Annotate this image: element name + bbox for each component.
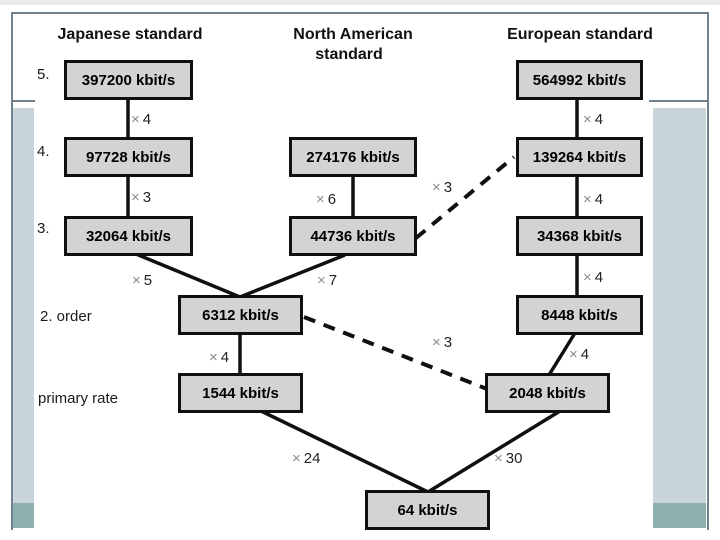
multiplier-97728-397200: ×4 xyxy=(131,111,151,128)
connector-8448-2048 xyxy=(547,332,577,376)
rate-box-397200: 397200 kbit/s xyxy=(64,60,193,100)
connector-44736-6312 xyxy=(239,253,346,299)
multiplier-34368-139264: ×4 xyxy=(583,191,603,208)
rate-box-64: 64 kbit/s xyxy=(365,490,490,530)
slide-frame xyxy=(11,12,709,530)
row-label-primary-rate: primary rate xyxy=(38,390,119,407)
multiply-sign: × xyxy=(131,111,140,128)
multiply-value: 4 xyxy=(594,269,604,286)
column-header-european: European standard xyxy=(507,26,653,43)
connector-2048-64 xyxy=(427,409,561,494)
multiply-sign: × xyxy=(132,272,141,289)
multiplier-1544-6312: ×4 xyxy=(209,349,229,366)
row-label-5: 5. xyxy=(37,66,50,83)
multiply-sign: × xyxy=(316,191,325,208)
connector-1544-64 xyxy=(260,409,429,494)
row-label-4: 4. xyxy=(37,143,50,160)
rate-box-8448: 8448 kbit/s xyxy=(516,295,643,335)
multiplier-6312-32064: ×5 xyxy=(132,272,152,289)
multiplier-64-1544: ×24 xyxy=(292,450,320,467)
connector-dashed-6312-2048 xyxy=(303,315,488,391)
multiplier-dashed-2048-6312: ×3 xyxy=(432,334,452,351)
column-header-north-american-line2: standard xyxy=(315,46,383,63)
multiply-sign: × xyxy=(432,334,441,351)
column-header-japanese: Japanese standard xyxy=(57,26,203,43)
template-rule-left xyxy=(11,100,35,102)
multiply-value: 30 xyxy=(505,450,523,467)
accent-bar-right-foot xyxy=(653,503,706,528)
connector-dashed-44736-139264 xyxy=(414,155,516,240)
multiplier-2048-8448: ×4 xyxy=(569,346,589,363)
row-label-3: 3. xyxy=(37,220,50,237)
multiply-sign: × xyxy=(569,346,578,363)
multiply-sign: × xyxy=(432,179,441,196)
accent-bar-left-foot xyxy=(13,503,34,528)
rate-box-1544: 1544 kbit/s xyxy=(178,373,303,413)
multiply-value: 24 xyxy=(303,450,321,467)
multiply-value: 4 xyxy=(594,191,604,208)
multiply-sign: × xyxy=(494,450,503,467)
template-rule-right xyxy=(649,100,707,102)
multiply-value: 6 xyxy=(327,191,337,208)
connector-32064-6312 xyxy=(135,252,241,299)
multiplier-6312-44736: ×7 xyxy=(317,272,337,289)
rate-box-34368: 34368 kbit/s xyxy=(516,216,643,256)
rate-box-2048: 2048 kbit/s xyxy=(485,373,610,413)
multiply-value: 7 xyxy=(328,272,338,289)
rate-box-139264: 139264 kbit/s xyxy=(516,137,643,177)
multiply-value: 3 xyxy=(443,179,453,196)
multiply-value: 4 xyxy=(594,111,604,128)
multiply-value: 4 xyxy=(220,349,230,366)
multiply-value: 3 xyxy=(443,334,453,351)
multiplier-44736-274176: ×6 xyxy=(316,191,336,208)
rate-box-32064: 32064 kbit/s xyxy=(64,216,193,256)
multiplier-64-2048: ×30 xyxy=(494,450,522,467)
top-edge-strip xyxy=(0,0,720,5)
multiplier-32064-97728: ×3 xyxy=(131,189,151,206)
multiply-sign: × xyxy=(131,189,140,206)
multiplier-8448-34368: ×4 xyxy=(583,269,603,286)
multiply-sign: × xyxy=(209,349,218,366)
multiply-sign: × xyxy=(583,111,592,128)
row-label-2-order: 2. order xyxy=(40,308,92,325)
multiply-sign: × xyxy=(583,191,592,208)
multiply-sign: × xyxy=(317,272,326,289)
multiplier-dashed-44736-139264: ×3 xyxy=(432,179,452,196)
accent-bar-left xyxy=(13,108,34,503)
column-header-north-american-line1: North American xyxy=(293,26,413,43)
rate-box-564992: 564992 kbit/s xyxy=(516,60,643,100)
accent-bar-right xyxy=(653,108,706,503)
multiplier-139264-564992: ×4 xyxy=(583,111,603,128)
multiply-sign: × xyxy=(583,269,592,286)
multiply-value: 5 xyxy=(143,272,153,289)
rate-box-97728: 97728 kbit/s xyxy=(64,137,193,177)
multiply-value: 4 xyxy=(580,346,590,363)
multiply-sign: × xyxy=(292,450,301,467)
rate-box-44736: 44736 kbit/s xyxy=(289,216,417,256)
multiply-value: 4 xyxy=(142,111,152,128)
rate-box-6312: 6312 kbit/s xyxy=(178,295,303,335)
multiply-value: 3 xyxy=(142,189,152,206)
rate-box-274176: 274176 kbit/s xyxy=(289,137,417,177)
